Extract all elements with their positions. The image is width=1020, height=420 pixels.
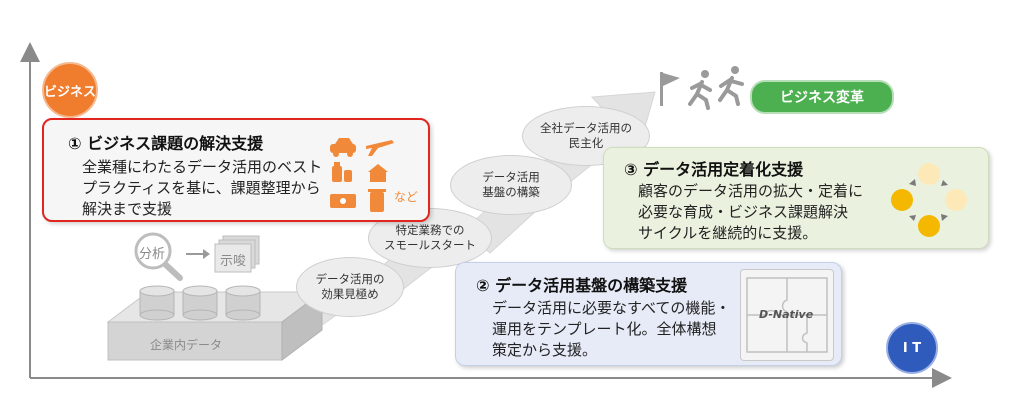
money-icon [330, 194, 356, 208]
house-icon [368, 164, 388, 182]
medicine-icon [332, 162, 352, 182]
runner-icon [688, 70, 712, 110]
adoption-card-title: ③ データ活用定着化支援 [624, 160, 804, 179]
runner-icon [718, 66, 744, 106]
car-icon [330, 138, 356, 157]
step-line: 効果見極め [321, 287, 379, 301]
adoption-card-line: 顧客のデータ活用の拡大・定着に [638, 182, 864, 200]
business-solution-card: ① ビジネス課題の解決支援 全業種にわたるデータ活用のベスト プラクティスを基に… [42, 118, 430, 222]
step-platform-build: データ活用 基盤の構築 [450, 155, 572, 215]
infra-card-line: データ活用に必要なすべての機能・ [492, 299, 731, 317]
business-card-line: 全業種にわたるデータ活用のベスト [82, 158, 323, 176]
step-effect-evaluation: データ活用の 効果見極め [296, 257, 404, 317]
puzzle-icon [746, 277, 828, 353]
industry-icons [330, 138, 394, 212]
step-line: データ活用の [315, 272, 385, 286]
adoption-card-line: サイクルを継続的に支援。 [638, 224, 818, 242]
adoption-card-line: 必要な育成・ビジネス課題解決 [638, 203, 849, 221]
business-card-line: 解決まで支援 [82, 200, 173, 218]
business-card-title: ① ビジネス課題の解決支援 [68, 134, 264, 153]
goal-flag-icon [660, 72, 680, 106]
business-axis-badge: ビジネス [42, 62, 98, 118]
database-label: 企業内データ [150, 338, 223, 352]
container-icon [368, 189, 386, 212]
step-line: 民主化 [568, 136, 604, 150]
step-line: 基盤の構築 [482, 185, 540, 199]
database-platform [106, 285, 324, 361]
puzzle-logo: D-Native [740, 269, 834, 361]
goal-badge: ビジネス変革 [750, 80, 894, 114]
infra-card-line: 策定から支援。 [492, 341, 598, 359]
infra-card-line: 運用をテンプレート化。全体構想 [492, 320, 717, 338]
cycle-icon [891, 163, 967, 237]
goal-label: ビジネス変革 [780, 90, 864, 106]
adoption-support-card: ③ データ活用定着化支援 顧客のデータ活用の拡大・定着に 必要な育成・ビジネス課… [603, 147, 989, 249]
flow-arrow-icon [186, 249, 210, 259]
it-axis-label: I T [902, 340, 922, 356]
infra-card-title: ② データ活用基盤の構築支援 [476, 276, 688, 295]
step-line: 特定業務での [395, 223, 465, 237]
icons-etc-label: など [394, 190, 419, 204]
analysis-label: 分析 [139, 247, 166, 262]
step-line: データ活用 [482, 170, 540, 184]
step-line: スモールスタート [384, 238, 476, 252]
insight-label: 示唆 [220, 254, 247, 269]
business-card-line: プラクティスを基に、課題整理から [82, 179, 321, 197]
business-axis-label: ビジネス [44, 84, 97, 100]
step-line: 全社データ活用の [540, 121, 632, 135]
infrastructure-support-card: ② データ活用基盤の構築支援 データ活用に必要なすべての機能・ 運用をテンプレー… [455, 262, 842, 366]
document-stack-icon [214, 235, 260, 273]
d-native-logo-text: D-Native [759, 308, 814, 321]
airplane-icon [366, 140, 394, 156]
it-axis-badge: I T [886, 322, 938, 374]
magnifier-icon [134, 232, 183, 281]
